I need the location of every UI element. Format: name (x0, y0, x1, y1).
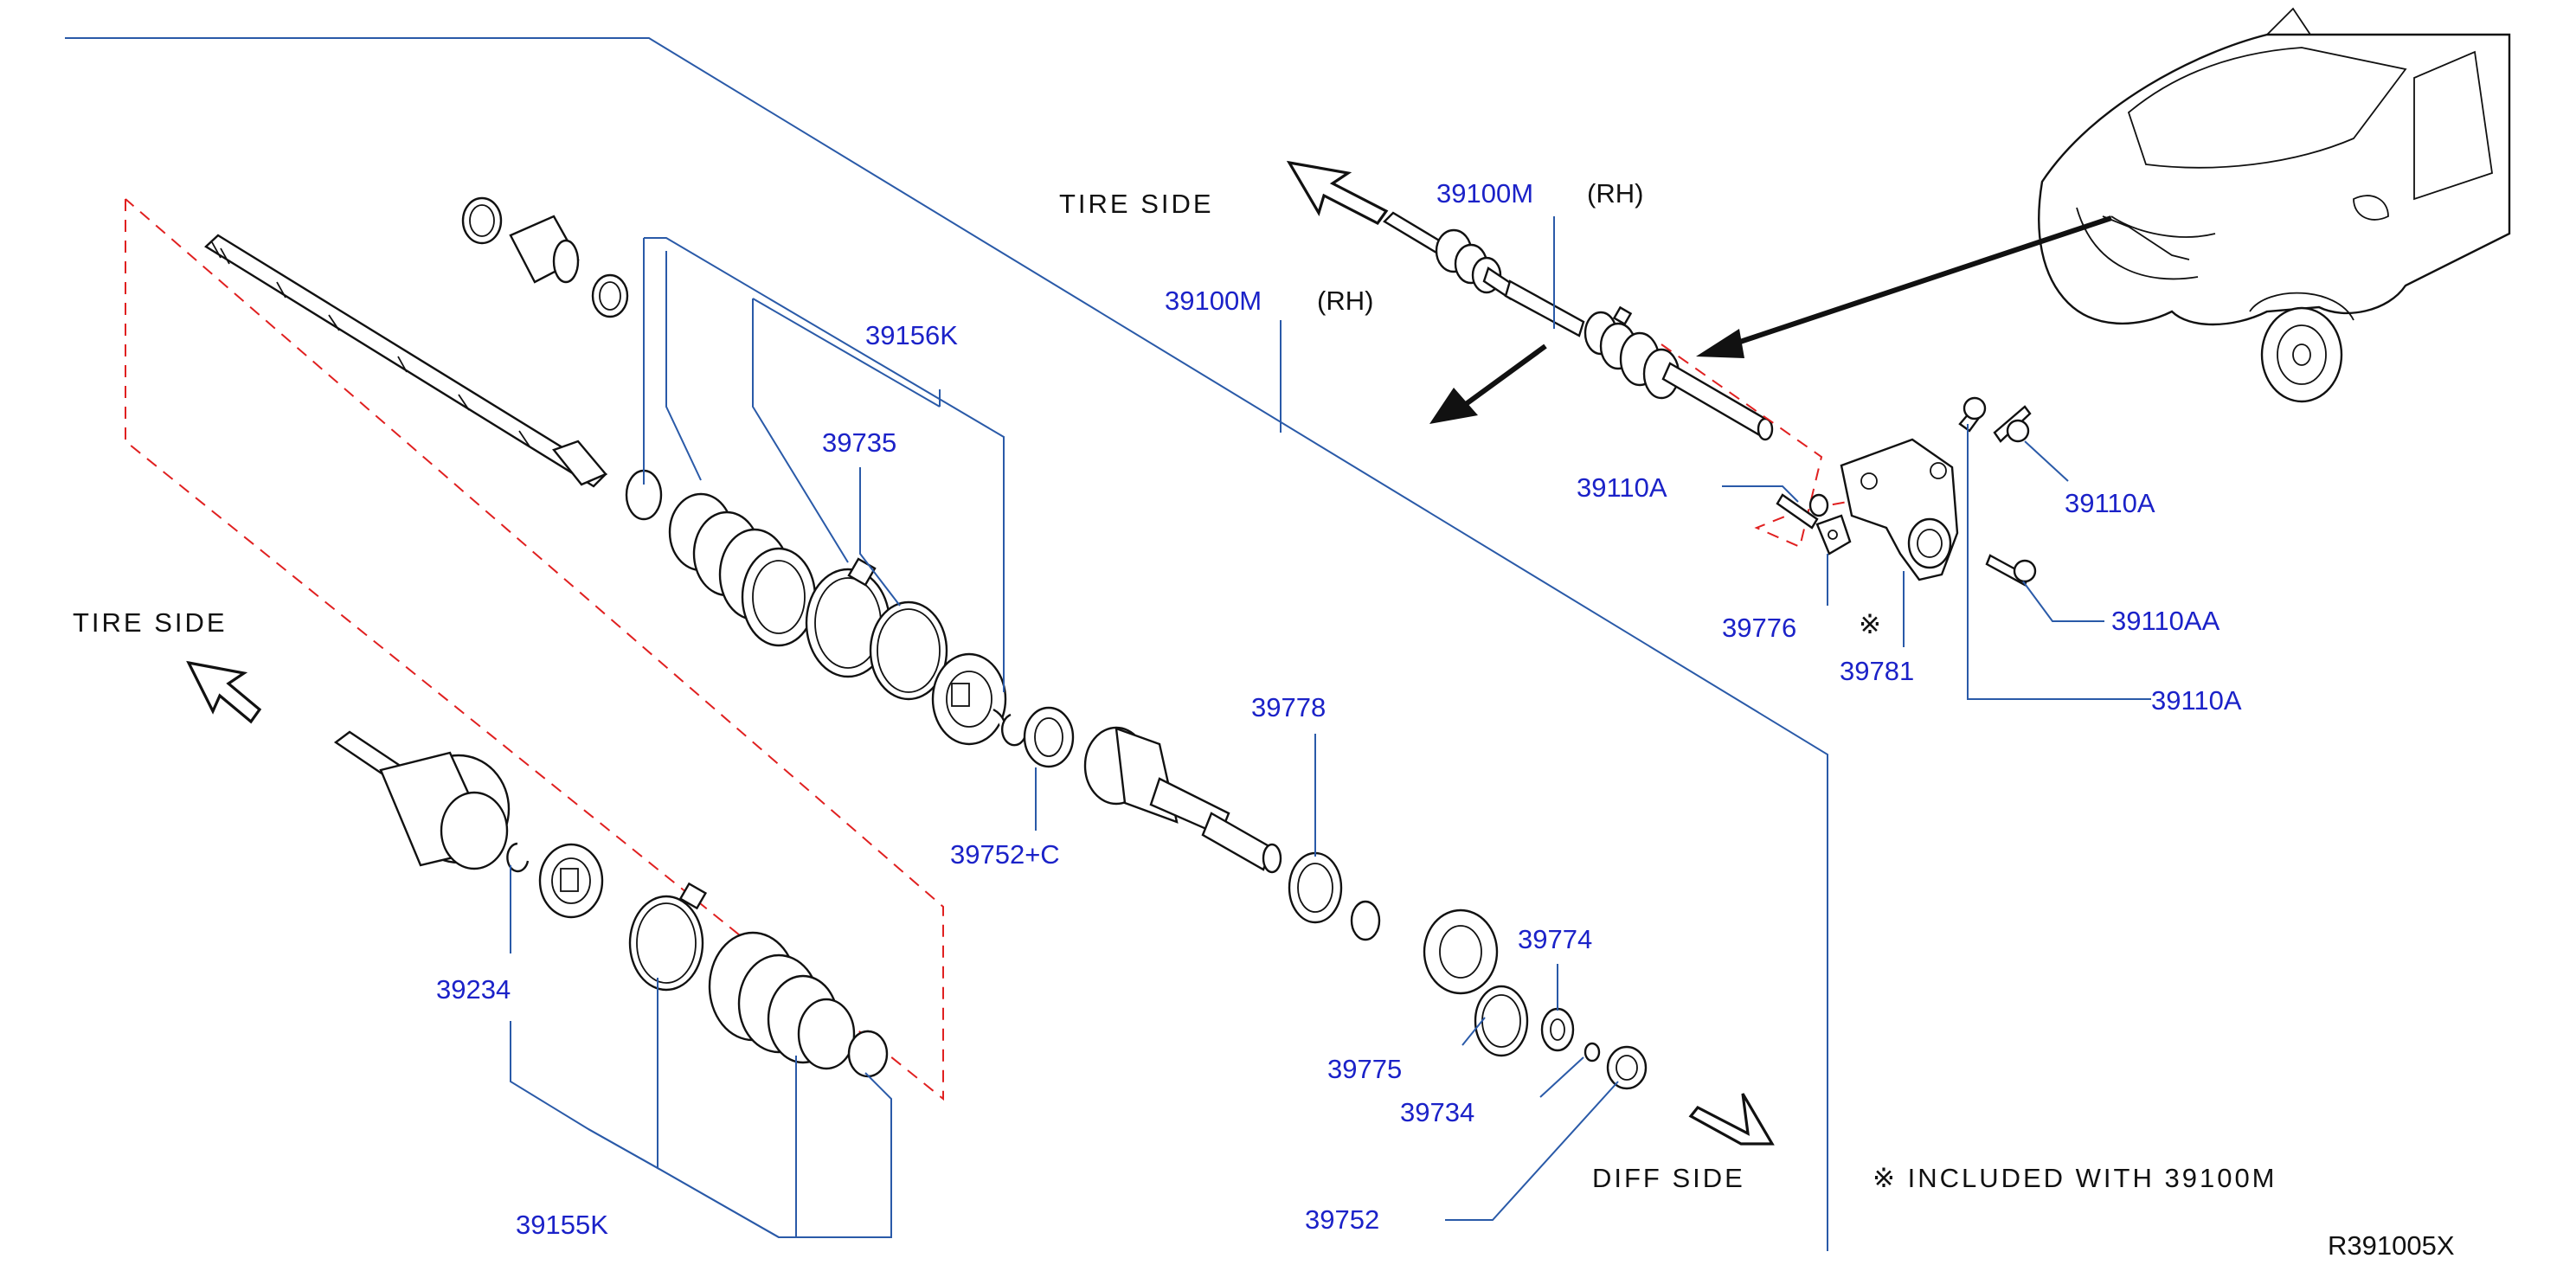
direction-arrow (1429, 343, 1547, 424)
label-39776: 39776 (1722, 613, 1796, 643)
included-note: ※ INCLUDED WITH 39100M (1873, 1163, 2277, 1193)
label-39110A-left: 39110A (1577, 472, 1667, 503)
included-marker: ※ (1859, 609, 1884, 639)
frame-line (65, 37, 1828, 1251)
label-39155K: 39155K (516, 1210, 608, 1240)
label-39752: 39752 (1305, 1204, 1379, 1235)
label-39110AA: 39110AA (2111, 606, 2220, 636)
label-39100M-mid: 39100M (1165, 286, 1262, 316)
inner-joint-housing (1083, 726, 1282, 874)
location-pointer-arrow (1696, 215, 2112, 358)
leader-lines (510, 216, 2151, 1238)
outer-joint-assembly (333, 730, 889, 1078)
reference-code: R391005X (2328, 1230, 2455, 1261)
label-39734: 39734 (1400, 1097, 1474, 1127)
label-39156K: 39156K (865, 320, 958, 350)
label-39100M-top-rh: (RH) (1587, 178, 1643, 209)
bolt-39110A-top (1958, 396, 1987, 433)
label-39100M-top: 39100M (1436, 178, 1533, 209)
bearing-stack (1288, 851, 1648, 1090)
label-39778: 39778 (1251, 692, 1326, 722)
label-39735: 39735 (822, 427, 896, 458)
bolt-39110AA (1985, 554, 2037, 587)
axle-shaft (204, 234, 607, 488)
tire-side-arrow-top (1286, 160, 1389, 226)
bolt-39110A-right (1993, 405, 2032, 443)
label-39110A-right: 39110A (2065, 488, 2155, 518)
label-39752C: 39752+C (950, 839, 1060, 870)
half-shaft-assembly (1383, 211, 1774, 441)
tire-side-label-top: TIRE SIDE (1059, 189, 1214, 219)
bushing-set (461, 196, 629, 318)
label-39234: 39234 (436, 974, 511, 1005)
gasket (1815, 514, 1852, 555)
tire-side-label-left: TIRE SIDE (73, 607, 228, 638)
label-39774: 39774 (1518, 924, 1592, 954)
label-39100M-mid-rh: (RH) (1317, 286, 1373, 316)
bolt-39110A-left (1776, 493, 1829, 530)
label-39110A-bottom: 39110A (2151, 685, 2242, 716)
diff-side-arrow (1688, 1093, 1775, 1146)
label-39781: 39781 (1840, 656, 1914, 686)
bearing-bracket (1840, 438, 1959, 581)
tire-side-arrow-left (186, 660, 262, 724)
outer-boot-kit (625, 469, 1075, 768)
diff-side-label: DIFF SIDE (1592, 1163, 1745, 1193)
label-39775: 39775 (1327, 1054, 1402, 1084)
dashed-guide-left (125, 198, 944, 1101)
vehicle-illustration (2038, 7, 2511, 403)
